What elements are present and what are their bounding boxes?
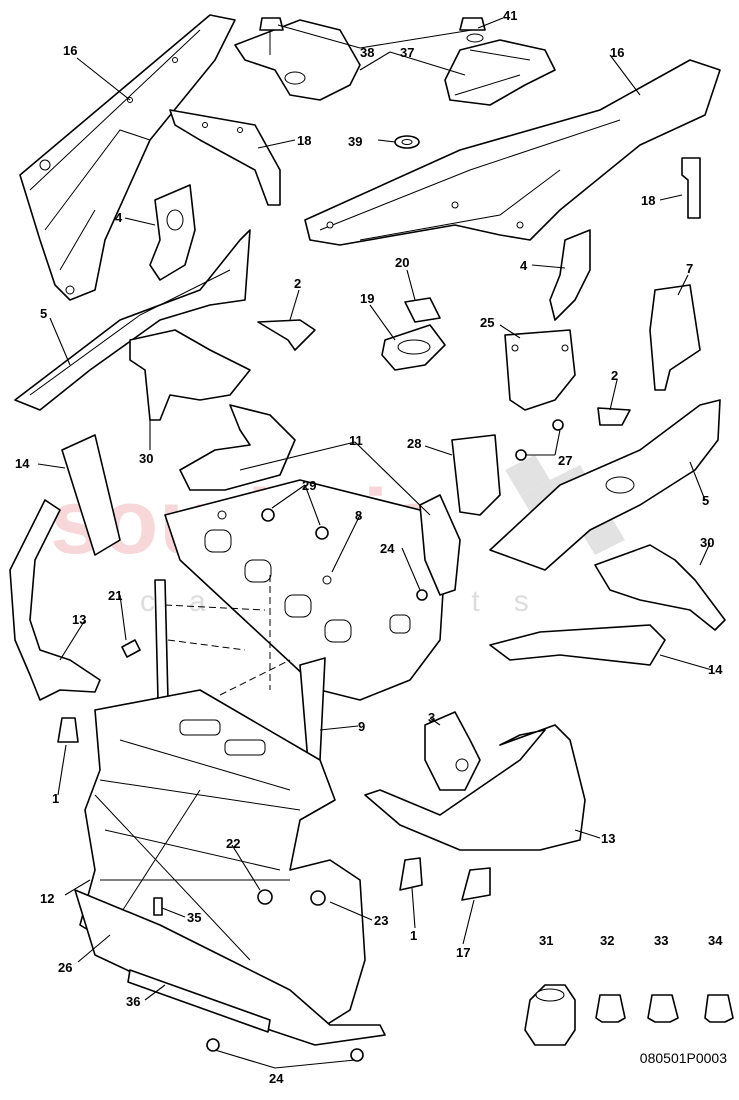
callout-39: 39 [348,134,362,149]
callout-25: 25 [480,315,494,330]
part-18-bracket-right [681,157,701,219]
callout-31: 31 [539,933,553,948]
part-9-support-right [299,657,326,763]
callout-30-left: 30 [139,451,153,466]
leader-lines [37,17,713,1069]
callout-8: 8 [355,508,362,523]
callout-16-left: 16 [63,43,77,58]
part-28-bracket [451,434,501,516]
callout-11: 11 [349,433,363,448]
part-16-right-rail [304,59,721,246]
part-30-bracket-right [594,544,726,631]
callout-13-left: 13 [72,612,86,627]
callout-20: 20 [395,255,409,270]
part-34-buffer [704,994,734,1023]
part-8-upper-crossmember [164,479,446,701]
callout-4-left: 4 [115,210,123,225]
callout-2-left: 2 [294,276,301,291]
part-5-inner-rail-right [489,399,721,571]
part-18-bracket [169,109,281,206]
callout-30-right: 30 [700,535,714,550]
callout-13-right: 13 [601,831,615,846]
part-22-bolt [257,889,273,905]
part-11-air-duct [179,404,296,491]
part-16-left-rail [19,14,236,301]
part-35-stud [153,897,163,916]
callout-4-right: 4 [520,258,528,273]
callout-34: 34 [708,933,723,948]
part-37-duct-bracket [444,17,556,106]
callout-labels: 16 38 41 37 16 18 39 18 4 20 7 2 19 25 4… [15,8,723,1086]
callout-33: 33 [654,933,668,948]
callout-29: 29 [302,478,316,493]
drawing-code: 080501P0003 [639,1050,727,1066]
callout-21: 21 [108,588,122,603]
callout-1-left: 1 [52,791,59,806]
part-14-panel-right [489,624,666,666]
part-7-bracket [649,284,701,391]
part-5-inner-rail [14,229,251,411]
callout-5-left: 5 [40,306,47,321]
part-4-reinforcement-right [549,229,591,321]
part-11-side-bracket [419,494,461,596]
part-4-reinforcement [149,184,196,281]
callout-38: 38 [360,45,374,60]
part-27-bolt [515,449,527,461]
callout-9: 9 [358,719,365,734]
callout-36: 36 [126,994,140,1009]
callout-24-bottom: 24 [269,1071,284,1086]
callout-37: 37 [400,45,414,60]
part-9-support-left [154,579,169,701]
callout-27: 27 [558,453,572,468]
callout-23: 23 [374,913,388,928]
callout-16-right: 16 [610,45,624,60]
part-13-arch-right [364,724,586,851]
callout-22: 22 [226,836,240,851]
part-3-mount [424,711,481,791]
part-20-seal [404,297,441,323]
part-29-bolt [261,508,275,522]
callout-14-left: 14 [15,456,30,471]
part-25-plate [504,329,576,411]
callout-17: 17 [456,945,470,960]
part-24-bolt [416,589,428,601]
callout-41: 41 [503,8,517,23]
part-17-clip [461,867,491,901]
callout-26: 26 [58,960,72,975]
callout-12: 12 [40,891,54,906]
part-30-bracket-left [129,329,251,421]
callout-32: 32 [600,933,614,948]
part-2-clip-right [597,407,631,426]
part-13-arch-left [9,499,101,701]
callout-28: 28 [407,436,421,451]
part-23-bolt [310,890,326,906]
callout-7: 7 [686,261,693,276]
callout-14-right: 14 [708,662,723,677]
callout-2-right: 2 [611,368,618,383]
part-32-buffer [595,994,626,1023]
part-33-buffer [647,994,679,1023]
callout-19: 19 [360,291,374,306]
callout-24-top: 24 [380,541,395,556]
part-14-panel-left [61,434,121,556]
callout-35: 35 [187,910,201,925]
callout-18-left: 18 [297,133,311,148]
part-1-clip-right [399,857,423,891]
part-38-clip-bracket [234,17,361,101]
callout-18-right: 18 [641,193,655,208]
callout-1-right: 1 [410,928,417,943]
part-2-clip-left [257,319,316,351]
callout-5-right: 5 [702,493,709,508]
part-31-buffer [524,984,576,1046]
callout-3: 3 [428,710,435,725]
part-21-bolt [121,639,141,658]
part-1-clip-left [57,717,79,743]
part-19-grommet [381,324,446,371]
